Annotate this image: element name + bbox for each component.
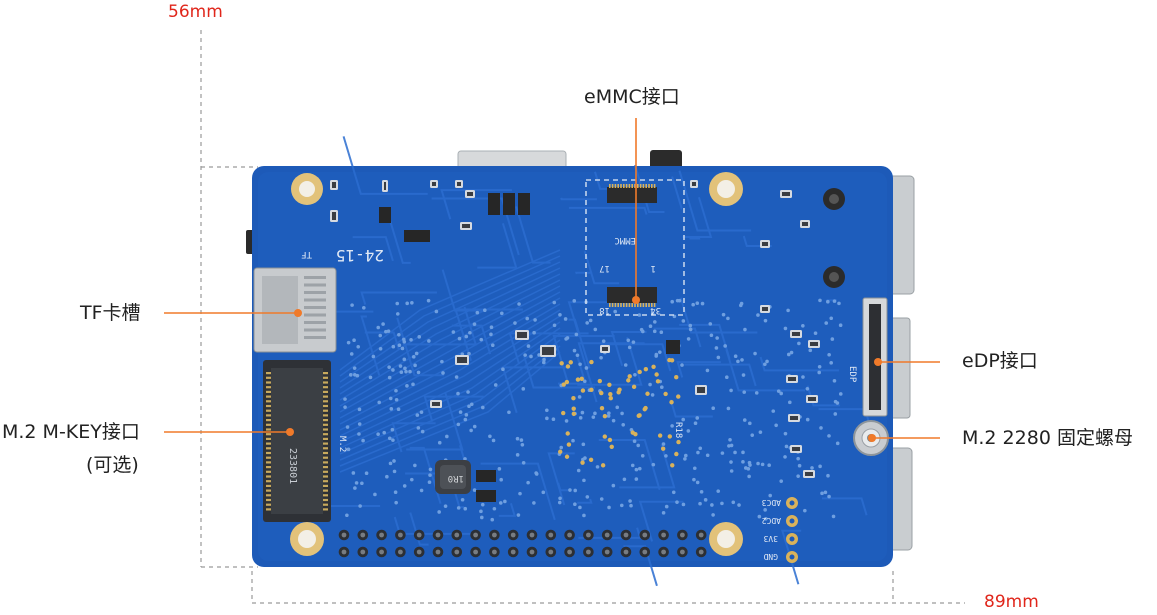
silk-edp: EDP	[847, 366, 857, 383]
callout-m2-optional-label: (可选)	[86, 454, 139, 476]
smd-components	[330, 180, 820, 478]
silk-pin17: 17	[599, 263, 610, 273]
callout-m2-mount-label: M.2 2280 固定螺母	[962, 427, 1133, 449]
gpio-header-pins	[338, 529, 707, 558]
mounting-hole-tl	[291, 173, 323, 205]
silk-m2-part: 233801	[287, 448, 298, 484]
mounting-hole-br	[709, 522, 743, 556]
silk-gnd: GND	[763, 552, 778, 561]
width-dimension-guide	[251, 571, 965, 604]
screw-top	[823, 188, 845, 210]
tf-card-slot	[253, 267, 337, 353]
edp-connector	[862, 297, 888, 417]
callout-dots	[286, 296, 882, 442]
silk-3v3: 3V3	[763, 534, 778, 543]
silk-r18: R18	[673, 422, 683, 438]
inductor	[435, 460, 471, 494]
screw-middle	[823, 266, 845, 288]
width-dimension-label: 89mm	[984, 592, 1039, 612]
emmc-region-outline	[585, 179, 685, 316]
height-dimension-label: 56mm	[168, 2, 223, 22]
silk-pin1: 1	[651, 263, 656, 273]
silk-m2: M.2	[337, 436, 347, 452]
callout-tf-label: TF卡槽	[80, 302, 141, 324]
callout-m2-mkey-label: M.2 M-KEY接口	[2, 421, 140, 443]
callout-emmc-label: eMMC接口	[584, 86, 680, 108]
silk-adc2: ADC2	[762, 516, 781, 525]
callout-edp-label: eDP接口	[962, 350, 1038, 372]
emmc-connector-top	[607, 187, 657, 203]
silk-adc3: ADC3	[762, 498, 781, 507]
silk-pin34: 34	[650, 305, 661, 315]
audio-jack	[650, 150, 682, 170]
mounting-hole-tr	[709, 172, 743, 206]
silk-emmc: EMMC	[614, 235, 636, 245]
callout-lines	[164, 118, 940, 439]
mounting-hole-bl	[290, 522, 324, 556]
ic-group-top	[379, 193, 680, 502]
silk-date-code: 24-15	[336, 246, 384, 265]
adc-pads	[786, 497, 798, 563]
silk-tf: TF	[301, 249, 312, 259]
silk-inductor: 1R0	[448, 473, 464, 483]
m2-slot	[263, 360, 331, 522]
silk-pin18: 18	[599, 305, 610, 315]
pcb-vias	[343, 298, 843, 522]
emmc-connector-bottom	[607, 287, 657, 303]
height-dimension-guide	[200, 30, 258, 568]
